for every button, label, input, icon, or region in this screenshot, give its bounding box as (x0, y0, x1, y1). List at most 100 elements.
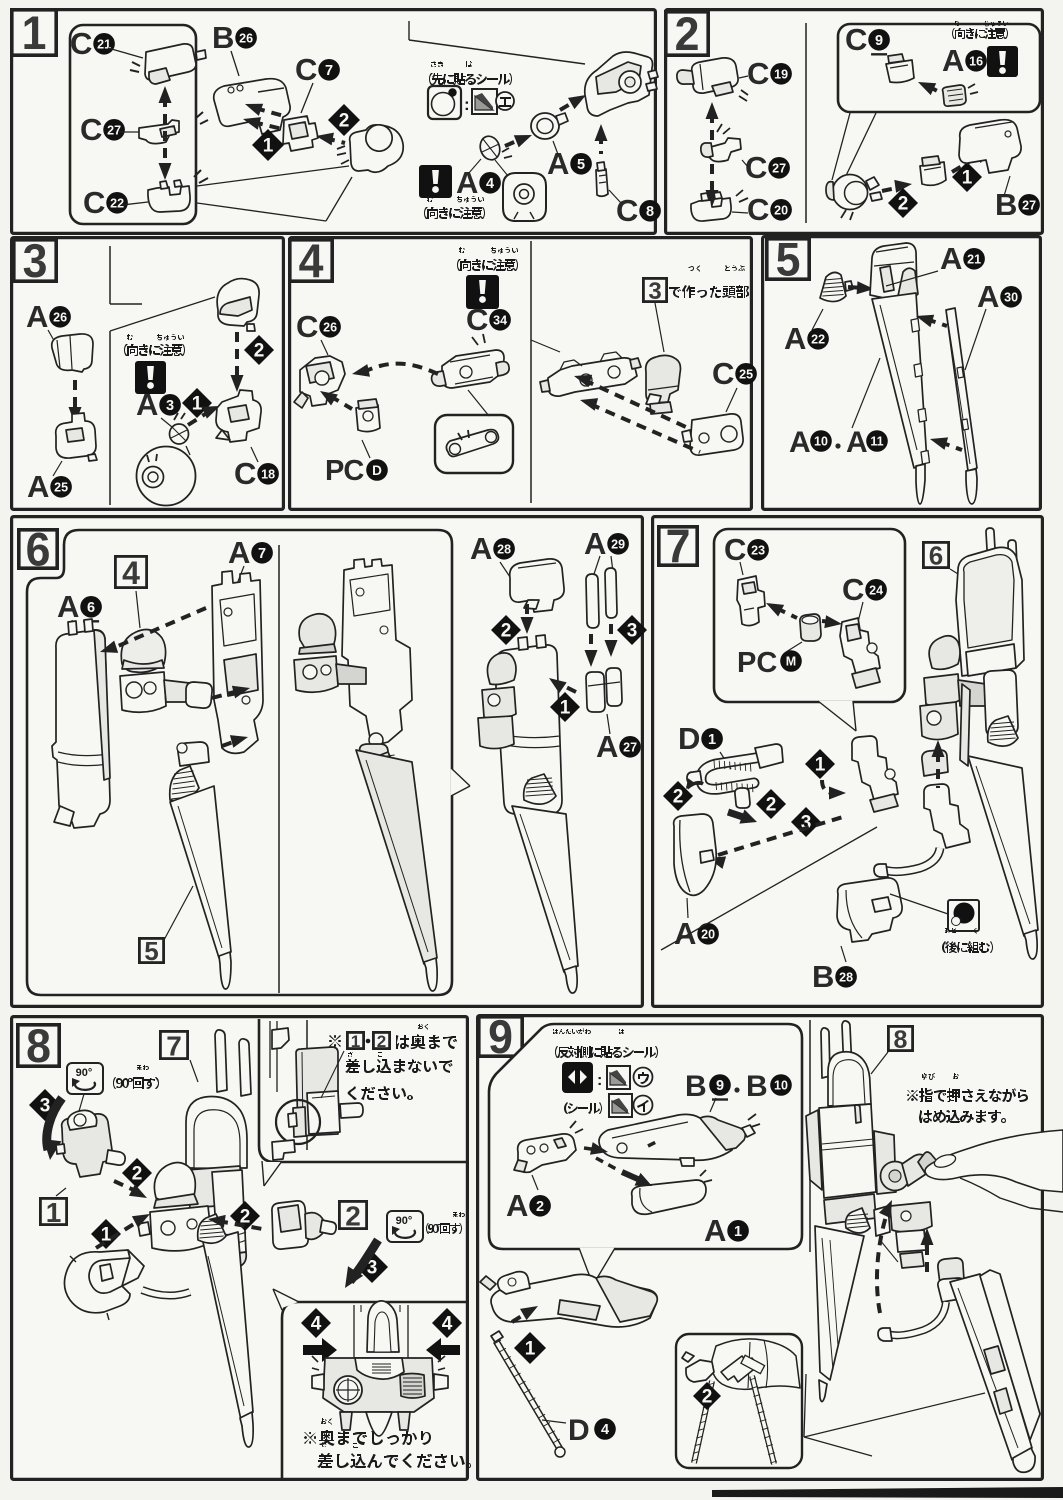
svg-text:2: 2 (766, 795, 777, 816)
svg-text:8: 8 (26, 1020, 51, 1072)
svg-text:C: C (70, 26, 92, 61)
svg-text:1: 1 (815, 755, 826, 776)
svg-text:2: 2 (898, 194, 909, 215)
svg-text:26: 26 (323, 320, 337, 334)
svg-text:2: 2 (675, 8, 700, 60)
svg-text:A: A (940, 241, 962, 276)
svg-text:A: A (977, 279, 999, 314)
svg-text:3: 3 (367, 1258, 378, 1279)
svg-text:4: 4 (122, 555, 140, 591)
svg-text:C: C (295, 52, 317, 87)
svg-text:2: 2 (673, 787, 684, 808)
svg-text:M: M (786, 655, 796, 669)
svg-text:3: 3 (648, 278, 661, 305)
svg-text:C: C (296, 309, 318, 344)
svg-text:7: 7 (325, 63, 333, 79)
svg-text:C: C (724, 532, 746, 567)
svg-text:3: 3 (40, 1096, 51, 1117)
svg-text:1: 1 (734, 1224, 742, 1240)
svg-text:A: A (26, 299, 48, 334)
svg-text:B: B (812, 959, 833, 994)
svg-text:A: A (596, 729, 618, 764)
svg-text:9: 9 (488, 1011, 513, 1063)
svg-text:2: 2 (536, 1199, 544, 1215)
svg-text:22: 22 (110, 196, 124, 210)
svg-text:C: C (747, 192, 769, 227)
svg-text:2: 2 (254, 341, 265, 362)
svg-text:A: A (547, 146, 569, 181)
svg-text:A: A (584, 526, 606, 561)
svg-text:1: 1 (22, 7, 47, 59)
svg-text:4: 4 (601, 1422, 609, 1438)
svg-text:1: 1 (962, 168, 973, 189)
svg-text:A: A (470, 531, 492, 566)
svg-text:C: C (616, 193, 638, 228)
svg-text:A: A (136, 387, 158, 422)
svg-text:26: 26 (239, 31, 253, 45)
svg-text:27: 27 (623, 740, 637, 754)
svg-text:3: 3 (23, 235, 48, 287)
svg-text:16: 16 (969, 54, 983, 68)
svg-text:27: 27 (107, 123, 121, 137)
svg-text:21: 21 (967, 252, 981, 266)
svg-text:90°: 90° (76, 1067, 93, 1079)
svg-text:2: 2 (702, 1387, 713, 1408)
svg-text:4: 4 (442, 1314, 453, 1335)
svg-text:3: 3 (801, 813, 812, 834)
svg-text:6: 6 (26, 523, 51, 575)
svg-text:C: C (745, 150, 767, 185)
svg-text:30: 30 (1004, 290, 1018, 304)
svg-text:C: C (466, 302, 488, 337)
svg-text:PC: PC (325, 455, 364, 487)
svg-text:18: 18 (261, 467, 275, 481)
svg-text:5: 5 (144, 936, 158, 966)
svg-text:2: 2 (501, 621, 512, 642)
svg-text:3: 3 (166, 398, 174, 414)
svg-text:C: C (845, 22, 867, 57)
svg-text:A: A (942, 43, 964, 78)
svg-text:7: 7 (166, 1030, 182, 1061)
svg-text:1: 1 (101, 1225, 112, 1246)
svg-text:B: B (685, 1070, 707, 1103)
svg-text:10: 10 (774, 1079, 788, 1093)
svg-text:28: 28 (497, 542, 511, 556)
svg-text:A: A (27, 469, 49, 504)
svg-text:1: 1 (560, 698, 571, 719)
svg-text:5: 5 (577, 157, 585, 173)
svg-text:D: D (372, 463, 382, 478)
svg-text:A: A (57, 589, 79, 624)
svg-text:D: D (568, 1414, 590, 1447)
svg-text:20: 20 (774, 203, 788, 217)
svg-text:C: C (842, 572, 864, 607)
svg-text:20: 20 (701, 927, 715, 941)
svg-text:7: 7 (258, 546, 266, 562)
svg-text:PC: PC (737, 647, 777, 679)
svg-text:1: 1 (192, 394, 203, 415)
svg-text:34: 34 (493, 313, 507, 327)
svg-text:23: 23 (751, 543, 765, 557)
svg-text:29: 29 (611, 537, 625, 551)
svg-text:A: A (674, 916, 696, 951)
svg-text:2: 2 (345, 1200, 361, 1231)
svg-text:4: 4 (486, 176, 494, 192)
svg-text:5: 5 (776, 233, 801, 285)
svg-text:2: 2 (339, 111, 350, 132)
svg-text:2: 2 (240, 1207, 251, 1228)
svg-text:25: 25 (739, 367, 753, 381)
svg-text:A: A (789, 426, 811, 459)
svg-text:27: 27 (772, 161, 786, 175)
svg-text:2: 2 (377, 1032, 386, 1051)
svg-text:C: C (83, 185, 105, 220)
svg-text:A: A (704, 1213, 726, 1248)
svg-text:11: 11 (870, 435, 883, 449)
svg-text:21: 21 (97, 37, 111, 51)
svg-text::: : (464, 95, 470, 114)
svg-text:9: 9 (716, 1078, 724, 1094)
svg-text:B: B (212, 20, 233, 55)
svg-text::: : (597, 1072, 602, 1089)
svg-text:7: 7 (666, 520, 691, 572)
svg-text:90°: 90° (396, 1215, 413, 1227)
svg-text:A: A (506, 1188, 528, 1223)
svg-text:1: 1 (263, 136, 274, 157)
svg-text:A: A (846, 426, 868, 459)
